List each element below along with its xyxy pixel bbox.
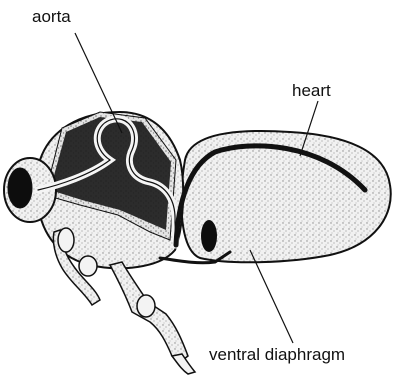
- heart-chamber: [201, 220, 217, 252]
- ventral-diaphragm-leader-line: [250, 250, 293, 343]
- aorta-label: aorta: [32, 8, 71, 25]
- heart-label: heart: [292, 82, 331, 99]
- compound-eye: [8, 168, 32, 208]
- ventral-diaphragm-label: ventral diaphragm: [209, 346, 345, 363]
